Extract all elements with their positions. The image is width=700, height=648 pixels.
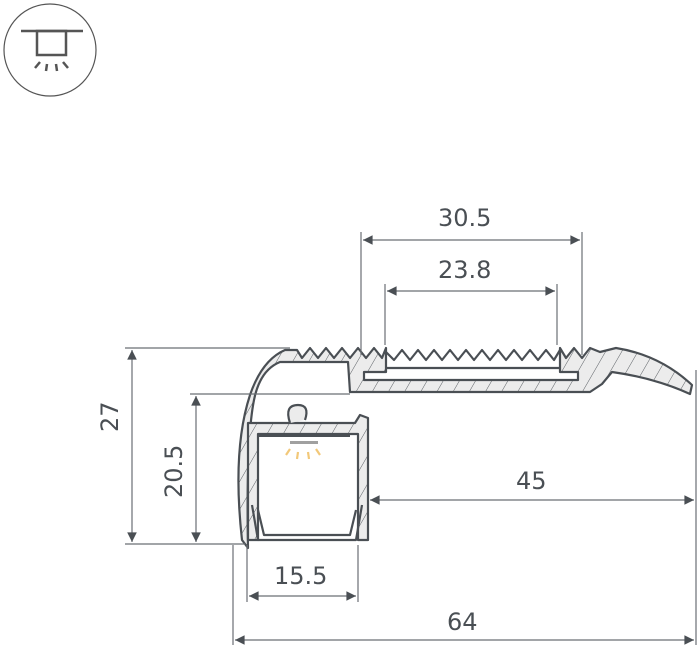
led-strip	[258, 434, 350, 460]
dim-15-5: 15.5	[274, 562, 328, 590]
ceiling-light-icon	[3, 3, 97, 97]
dim-45: 45	[516, 467, 547, 495]
dim-30-5: 30.5	[438, 204, 492, 232]
dim-23-8: 23.8	[438, 256, 492, 284]
dim-20-5: 20.5	[160, 444, 188, 498]
dimension-lines	[125, 232, 697, 645]
dim-64: 64	[447, 608, 478, 636]
dim-27: 27	[96, 401, 124, 432]
aluminium-profile	[237, 346, 694, 550]
